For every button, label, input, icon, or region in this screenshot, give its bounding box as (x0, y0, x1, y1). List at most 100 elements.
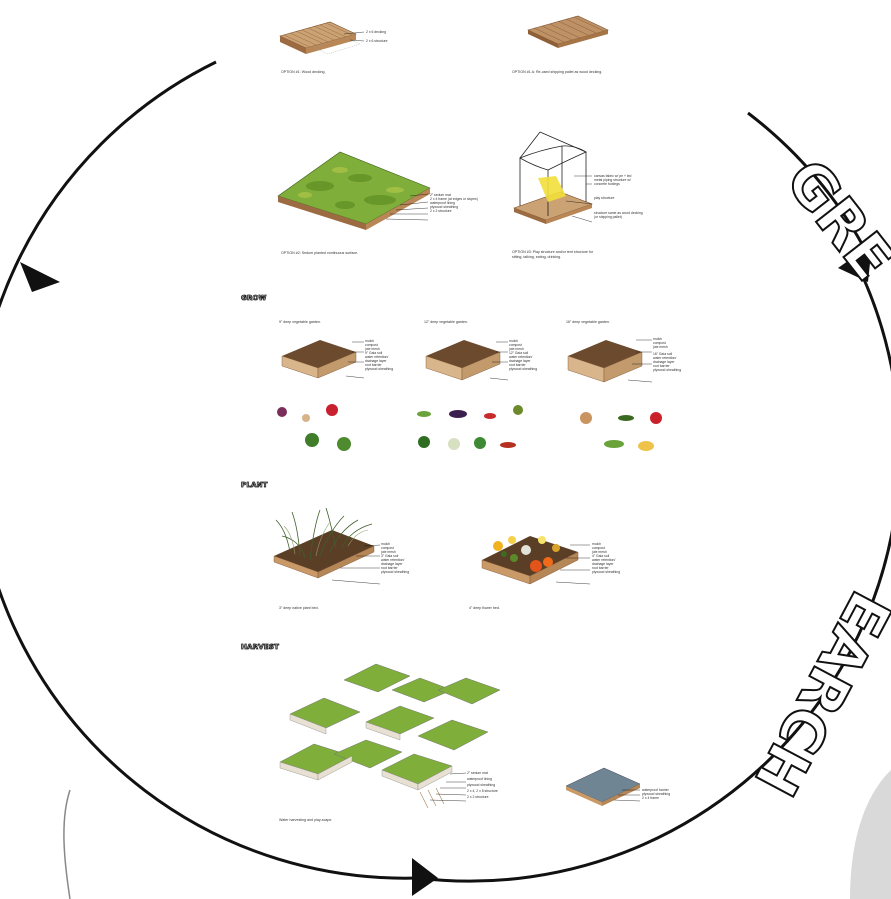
annotation: drainage layer (592, 562, 614, 566)
annotation: plywood sheathing (592, 570, 621, 574)
annotation: plywood sheathing (430, 205, 459, 209)
caption-line: sitting, talking, eating, drinking. (512, 254, 562, 259)
option1-caption: OPTION #1: Wood decking. (281, 70, 326, 74)
flower-bed-caption: 4" deep flower bed. (469, 606, 500, 610)
annotation: 4" Gaia soil (592, 554, 610, 558)
option1-labels: 2 x 6 decking 2 x 6 structure (366, 30, 387, 43)
annotation: root barrier (365, 363, 382, 367)
annotation: drainage layer (381, 562, 403, 566)
annotation: plywood sheathing (509, 367, 538, 371)
pallet-deck-illustration (527, 15, 609, 48)
annotation: 16" Gaia soil (653, 352, 673, 356)
vegetable-icon (277, 404, 662, 451)
annotation: 2 x 2 structure (430, 209, 452, 213)
annotation: 2" sedum mat (467, 771, 488, 775)
annotation: 9" Gaia soil (365, 351, 383, 355)
play-structure-illustration (513, 131, 593, 224)
grey-arc (63, 789, 71, 899)
annotation: water retention/ (653, 356, 677, 360)
annotation: jute mesh (381, 550, 396, 554)
annotation: play structure (594, 196, 615, 200)
annotation: compost (653, 341, 666, 345)
cycle-arc-right-bottom (417, 259, 891, 883)
annotation: 2 x 2 structure (467, 795, 489, 799)
cycle-arc-right-top (747, 111, 870, 256)
wood-deck-illustration (279, 21, 361, 55)
bed-12-labels: mulch compost jute mesh 12" Gaia soil wa… (509, 339, 537, 371)
bed-title: 16" deep vegetable garden. (566, 320, 611, 324)
caption-line: OPTION #3: Play structure and/or tent st… (512, 250, 594, 254)
vegetable-bed-16 (567, 340, 643, 383)
option3-caption: OPTION #3: Play structure and/or tent st… (512, 250, 593, 259)
leader-lines (331, 31, 653, 802)
annotation: 2 x 6 structure (366, 39, 388, 43)
annotation: canvas fabric w/ pe + led (594, 174, 632, 178)
tile-labels: waterproof barrier plywood sheathing 2 x… (642, 788, 670, 800)
sedum-surface-illustration (277, 151, 431, 230)
annotation: 2 x 4 frame (642, 796, 659, 800)
annotation: mulch (381, 542, 391, 546)
annotation: water retention/ (592, 558, 616, 562)
annotation: (or shipping pallet) (594, 215, 622, 219)
annotation: plywood sheathing (653, 368, 682, 372)
annotation: root barrier (381, 566, 398, 570)
arrowhead-icon (838, 244, 872, 282)
cycle-arc-left (0, 60, 419, 880)
native-bed-labels: mulch compost jute mesh 3" Gaia soil wat… (381, 542, 409, 574)
annotation: compost (381, 546, 394, 550)
annotation: waterproof lining (467, 777, 492, 781)
annotation: compost (592, 546, 605, 550)
flower-bed-illustration (481, 536, 579, 585)
grey-blob (850, 770, 891, 899)
annotation: waterproof lining (430, 201, 455, 205)
option2-labels: 2" sedum mat 2 x 4 frame (at edges or sl… (430, 193, 478, 213)
annotation: mulch (365, 339, 375, 343)
option2-caption: OPTION #2: Sedum planted continuous surf… (281, 251, 359, 255)
option1a-caption: OPTION #1 A: Re-used shipping pallet as … (512, 70, 603, 74)
annotation: metal piping structure w/ (594, 178, 631, 182)
annotation: drainage layer (653, 360, 675, 364)
play-scape-illustration (279, 663, 501, 809)
annotation: plywood sheathing (467, 783, 496, 787)
bed-9-labels: mulch compost jute mesh 9" Gaia soil wat… (365, 339, 393, 371)
play-scape-labels: 2" sedum mat waterproof lining plywood s… (467, 771, 498, 799)
annotation: plywood sheathing (365, 367, 394, 371)
vegetable-bed-9 (281, 340, 357, 379)
annotation: water retention/ (509, 355, 533, 359)
annotation: water retention/ (381, 558, 405, 562)
annotation: drainage layer (509, 359, 531, 363)
flower-bed-labels: mulch compost jute mesh 4" Gaia soil wat… (592, 542, 620, 574)
annotation: jute mesh (592, 550, 607, 554)
annotation: structure same as wood decking (594, 211, 643, 215)
annotation: mulch (509, 339, 519, 343)
annotation: plywood sheathing (381, 570, 410, 574)
flower-icon (493, 536, 560, 572)
annotation: root barrier (653, 364, 670, 368)
annotation: root barrier (592, 566, 609, 570)
annotation: 12" Gaia soil (509, 351, 529, 355)
annotation: plywood sheathing (642, 792, 671, 796)
annotation: jute mesh (653, 345, 668, 349)
bed-title: 12" deep vegetable garden. (424, 320, 469, 324)
arrowhead-icon (412, 858, 438, 896)
annotation: mulch (592, 542, 602, 546)
annotation: concrete footings (594, 182, 620, 186)
section-title-plant: PLANT (241, 481, 268, 490)
annotation: jute mesh (365, 347, 380, 351)
section-title-harvest: HARVEST (241, 643, 280, 652)
annotation: 3" Gaia soil (381, 554, 399, 558)
native-plant-bed-illustration (273, 507, 375, 579)
section-title-grow: GROW (241, 294, 267, 303)
annotation: water retention/ (365, 355, 389, 359)
bed-16-labels: mulch compost jute mesh 16" Gaia soil wa… (653, 337, 681, 372)
annotation: jute mesh (509, 347, 524, 351)
grow-beds (281, 340, 643, 383)
annotation: root barrier (509, 363, 526, 367)
waterproof-tile-illustration (565, 767, 641, 806)
bed-title: 9" deep vegetable garden. (279, 320, 322, 324)
option3-labels: canvas fabric w/ pe + led metal piping s… (594, 174, 643, 219)
annotation: mulch (653, 337, 663, 341)
annotation: 2" sedum mat (430, 193, 451, 197)
native-bed-caption: 3" deep native plant bed. (279, 606, 319, 610)
